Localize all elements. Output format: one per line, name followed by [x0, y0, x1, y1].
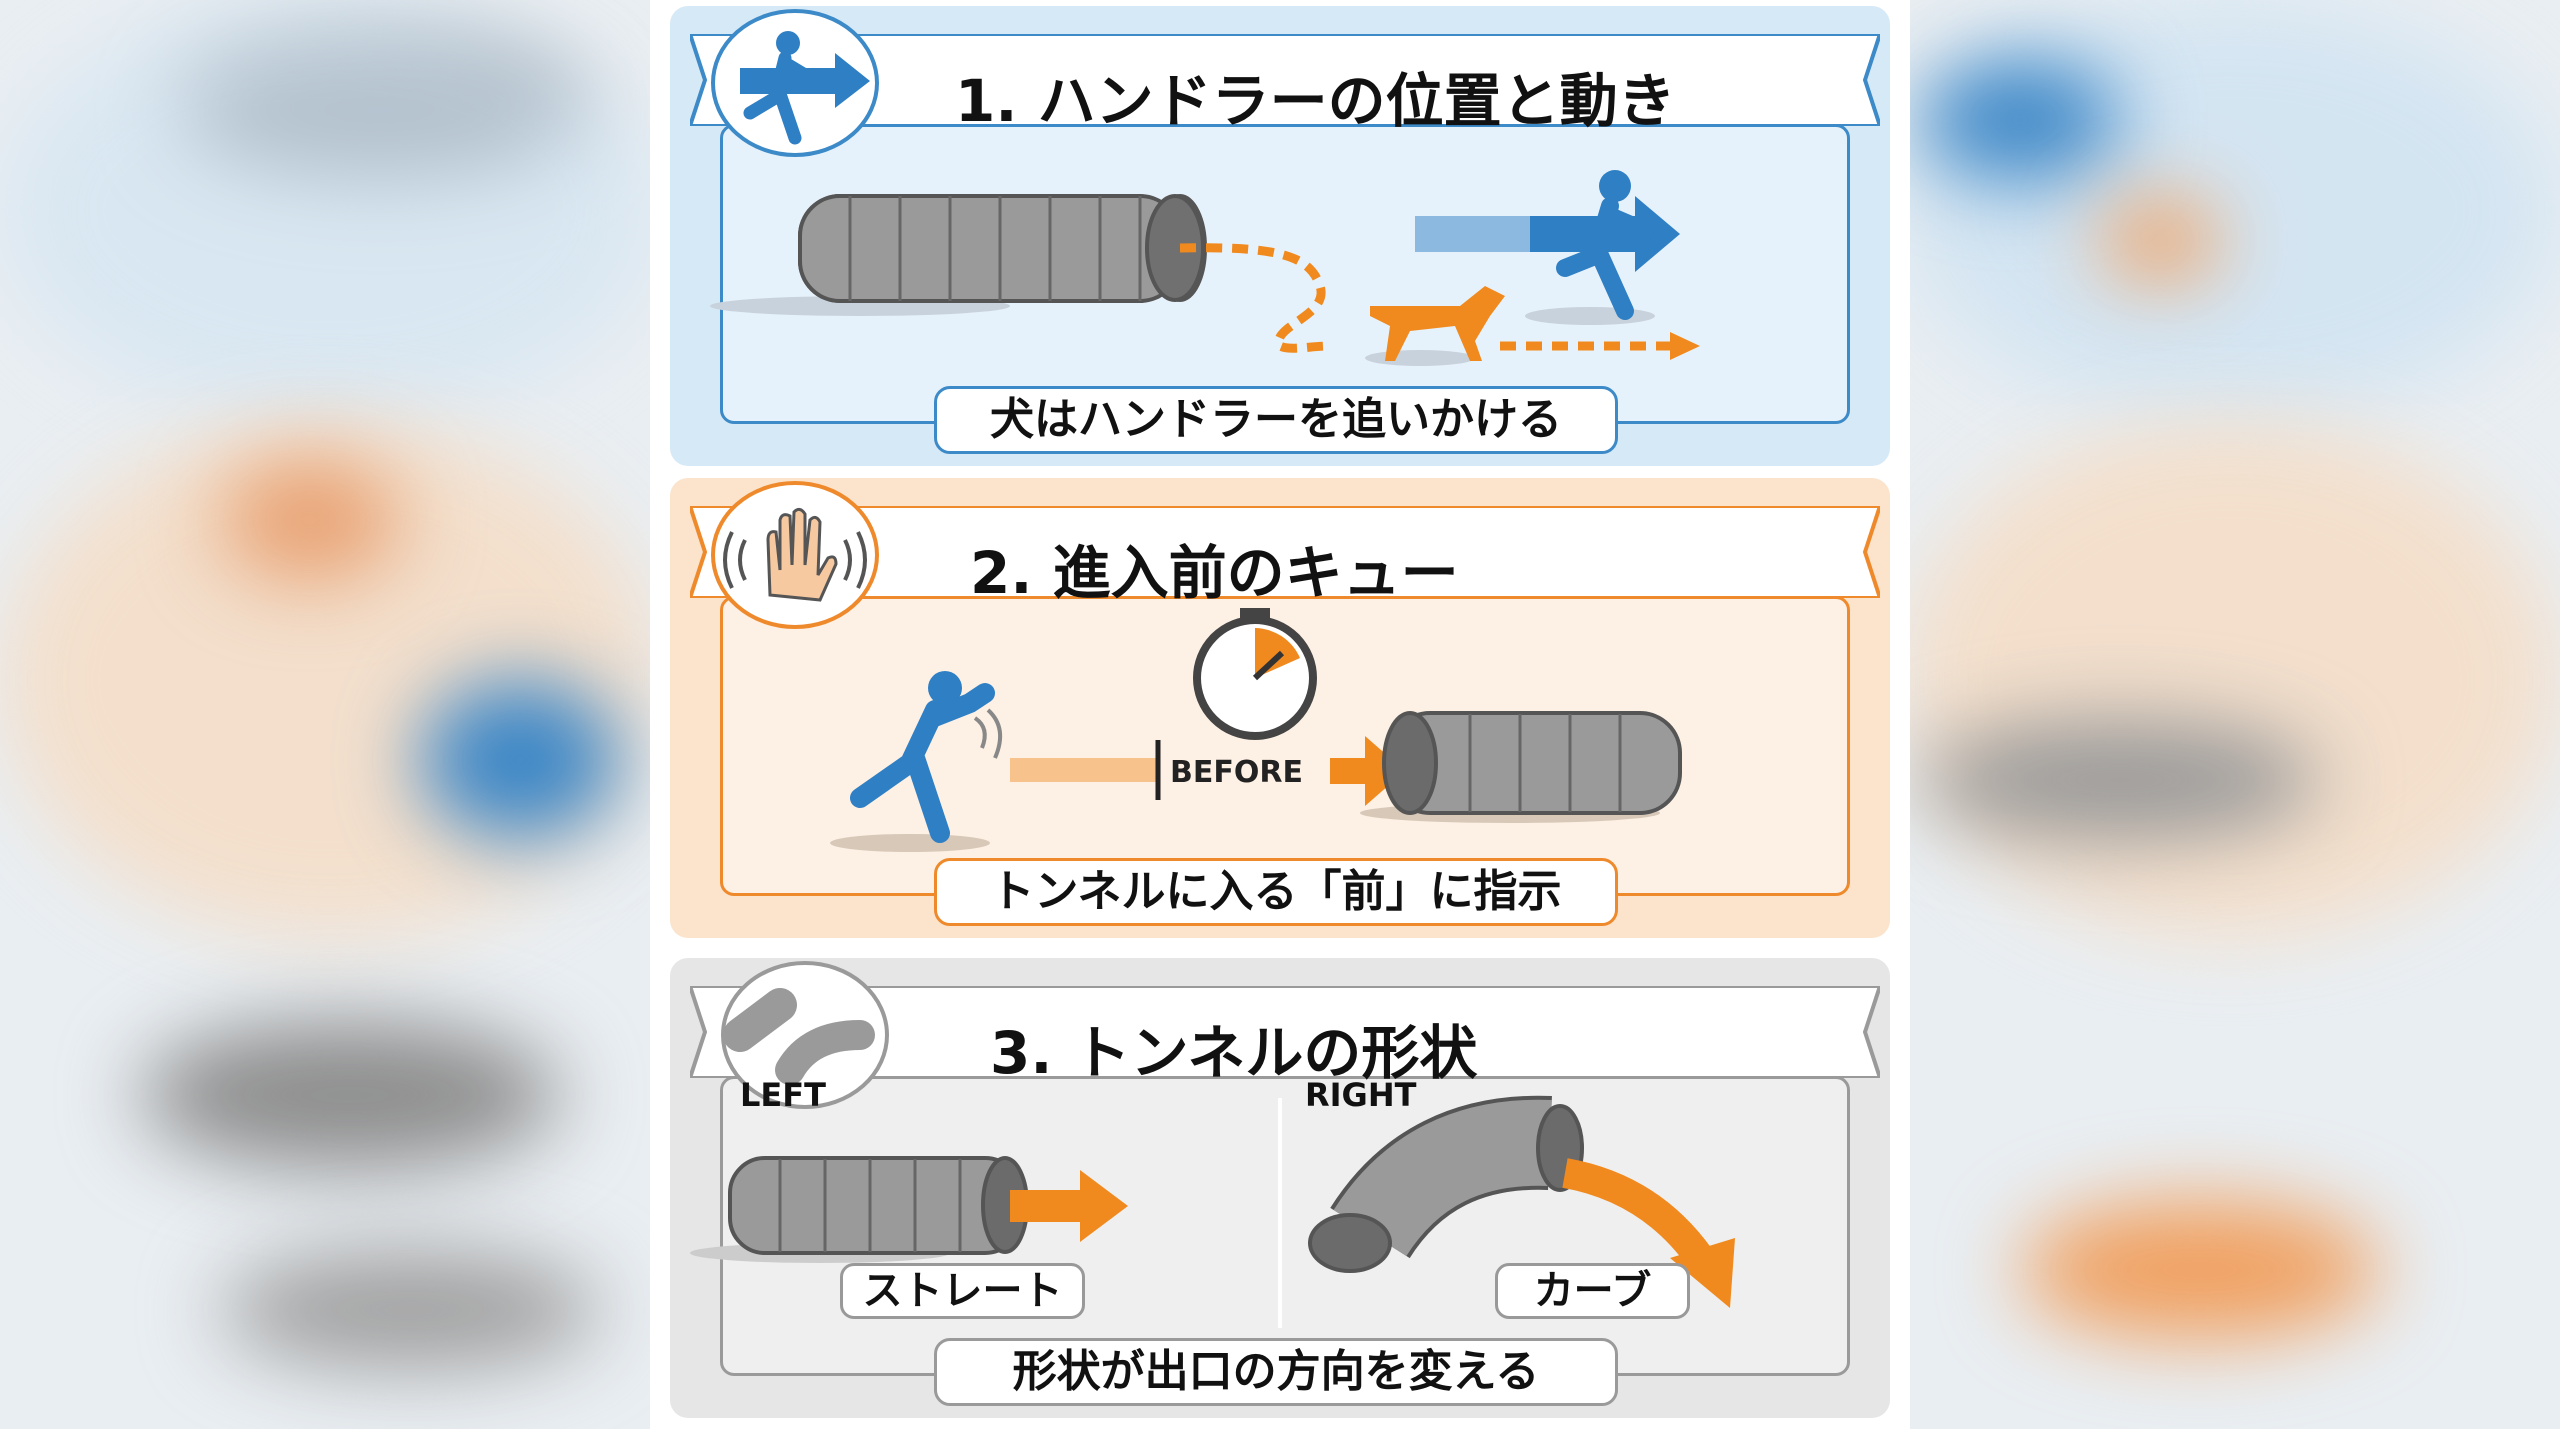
- title-ribbon: 1. ハンドラーの位置と動き: [690, 34, 1880, 135]
- section-title: 3. トンネルの形状: [990, 1019, 1478, 1087]
- section-caption: 犬はハンドラーを追いかける: [934, 386, 1618, 454]
- straight-exit-arrow: [1080, 1170, 1128, 1242]
- blurred-background-right: [1900, 0, 2560, 1429]
- tunnels-icon: [721, 961, 889, 1109]
- dog-path-dashed: [1179, 243, 1331, 353]
- left-label: LEFT: [740, 1076, 826, 1114]
- straight-label: ストレート: [840, 1263, 1085, 1319]
- section-tunnel-shape: 3. トンネルの形状 LEFT RIGHT ストレート カーブ 形状が出口の方向…: [670, 958, 1890, 1418]
- section-caption: トンネルに入る「前」に指示: [934, 858, 1618, 926]
- running-handler-icon: [1556, 197, 1654, 320]
- curved-exit-arrow: [1670, 1238, 1735, 1308]
- section-handler-position: 1. ハンドラーの位置と動き 犬はハンドラーを追: [670, 6, 1890, 466]
- section-title: 2. 進入前のキュー: [970, 539, 1459, 607]
- curve-label: カーブ: [1495, 1263, 1690, 1319]
- handler-dog-illustration: [710, 170, 1700, 366]
- section-pre-entry-cue: 2. 進入前のキュー BEFORE トンネルに入る「前」に指示: [670, 478, 1890, 938]
- tunnel-shapes-illustration: [690, 1095, 1735, 1328]
- title-ribbon: 3. トンネルの形状: [690, 986, 1880, 1087]
- before-label: BEFORE: [1170, 755, 1303, 790]
- curved-tunnel: [1333, 1099, 1552, 1257]
- pre-entry-cue-illustration: BEFORE: [830, 608, 1682, 852]
- dog-icon: [1370, 286, 1505, 361]
- straight-tunnel: [728, 1156, 1022, 1255]
- raised-hand-icon: [711, 481, 879, 629]
- title-ribbon: 2. 進入前のキュー: [690, 506, 1880, 607]
- running-handler-icon: [850, 683, 995, 843]
- running-person-arrow-icon: [711, 9, 879, 157]
- right-label: RIGHT: [1305, 1076, 1417, 1114]
- section-title: 1. ハンドラーの位置と動き: [955, 67, 1676, 135]
- section-caption: 形状が出口の方向を変える: [934, 1338, 1618, 1406]
- blurred-background-left: [0, 0, 660, 1429]
- infographic-panel: 1. ハンドラーの位置と動き 犬はハンドラーを追: [650, 0, 1910, 1429]
- straight-tunnel: [798, 194, 1182, 303]
